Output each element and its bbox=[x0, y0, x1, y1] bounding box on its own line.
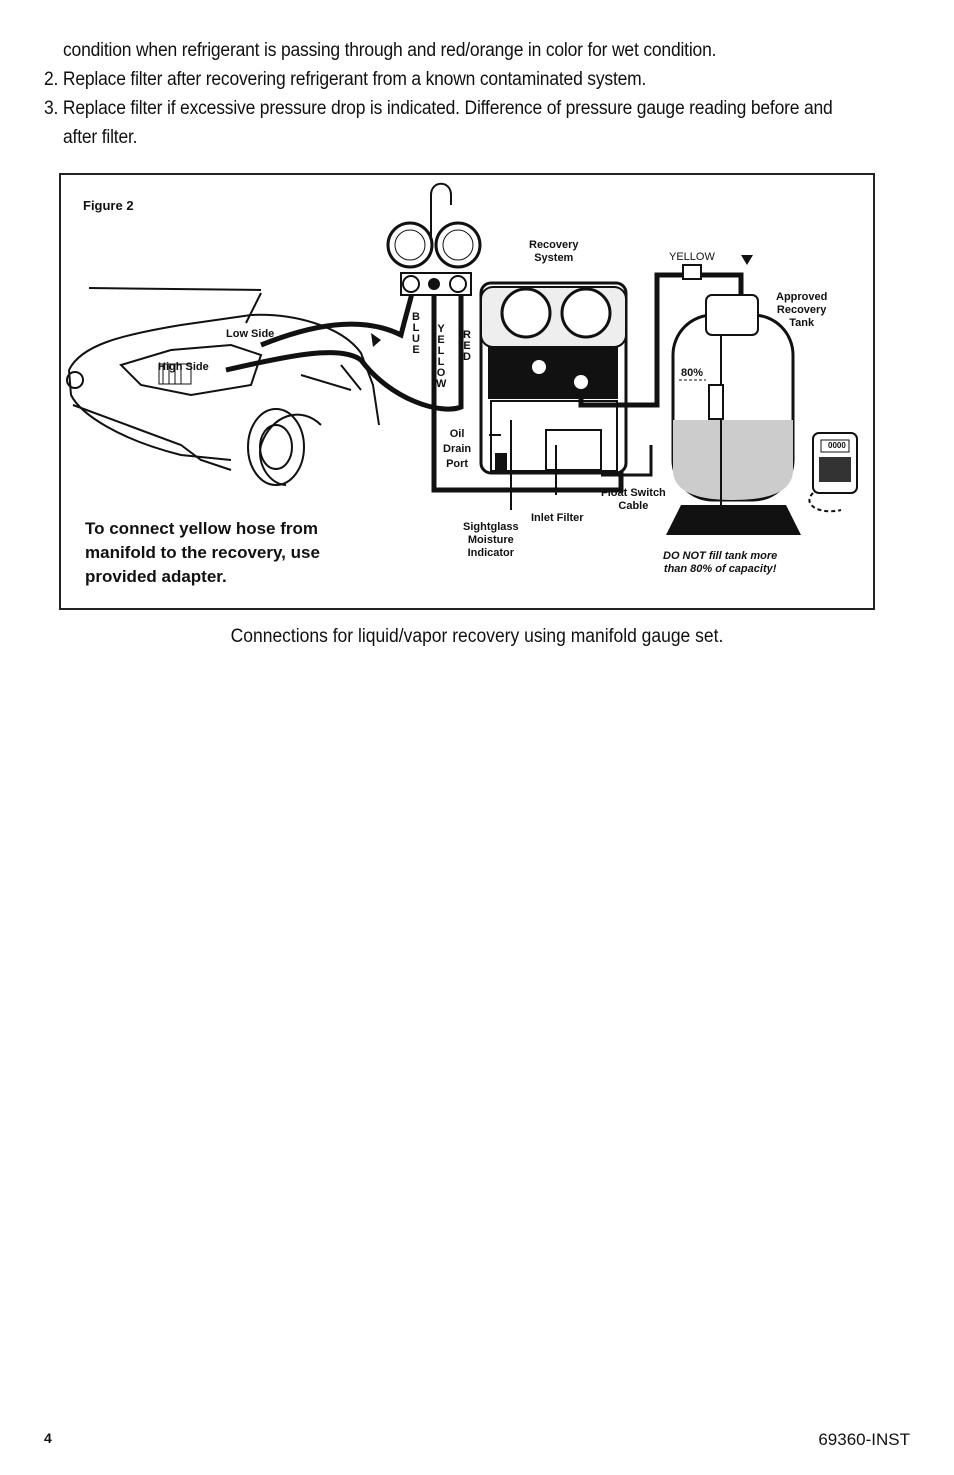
label-red: RED bbox=[463, 329, 471, 363]
yellow-adapter bbox=[682, 264, 702, 280]
page-number: 4 bbox=[44, 1430, 52, 1446]
body-item-3: 3. Replace filter if excessive pressure … bbox=[44, 98, 833, 119]
figure-2: Figure 2 Low Side High Side BLUE YELLOW … bbox=[59, 173, 875, 610]
label-approved-recovery-tank: Approved Recovery Tank bbox=[776, 291, 828, 329]
label-yellow-top: YELLOW bbox=[669, 251, 715, 263]
label-inlet-filter: Inlet Filter bbox=[531, 512, 584, 524]
label-low-side: Low Side bbox=[226, 328, 275, 340]
label-tank-warning: DO NOT fill tank more than 80% of capaci… bbox=[663, 550, 778, 575]
label-yellow-vertical: YELLOW bbox=[436, 323, 447, 390]
label-float-switch-cable: Float Switch Cable bbox=[601, 487, 666, 512]
digital-scale bbox=[808, 432, 858, 513]
body-item-3-cont: after filter. bbox=[63, 127, 138, 148]
label-high-side: High Side bbox=[158, 361, 209, 373]
hose-red bbox=[225, 290, 464, 412]
label-blue: BLUE bbox=[412, 311, 420, 356]
hose-to-tank bbox=[578, 272, 744, 408]
scale-display: 0000 bbox=[828, 441, 846, 450]
manifold-gauges bbox=[386, 182, 482, 296]
car-headlight bbox=[66, 371, 84, 389]
hose-blue bbox=[260, 274, 417, 348]
figure-title: Figure 2 bbox=[83, 198, 134, 213]
document-id: 69360-INST bbox=[818, 1430, 910, 1449]
recovery-unit bbox=[479, 281, 628, 475]
body-item-2: 2. Replace filter after recovering refri… bbox=[44, 69, 647, 90]
label-recovery-system: Recovery System bbox=[529, 239, 579, 264]
recovery-tank bbox=[666, 294, 801, 535]
label-80-percent: 80% bbox=[681, 367, 704, 379]
figure-caption: Connections for liquid/vapor recovery us… bbox=[230, 626, 724, 647]
float-switch-cable bbox=[601, 445, 653, 477]
label-oil-drain-port: Oil Drain Port bbox=[443, 428, 472, 470]
adapter-note: To connect yellow hose from manifold to … bbox=[85, 519, 320, 586]
car-drawing bbox=[68, 287, 380, 486]
figure-illustration bbox=[66, 182, 858, 535]
body-line-1: condition when refrigerant is passing th… bbox=[63, 40, 717, 61]
label-sightglass: Sightglass Moisture Indicator bbox=[463, 521, 519, 559]
